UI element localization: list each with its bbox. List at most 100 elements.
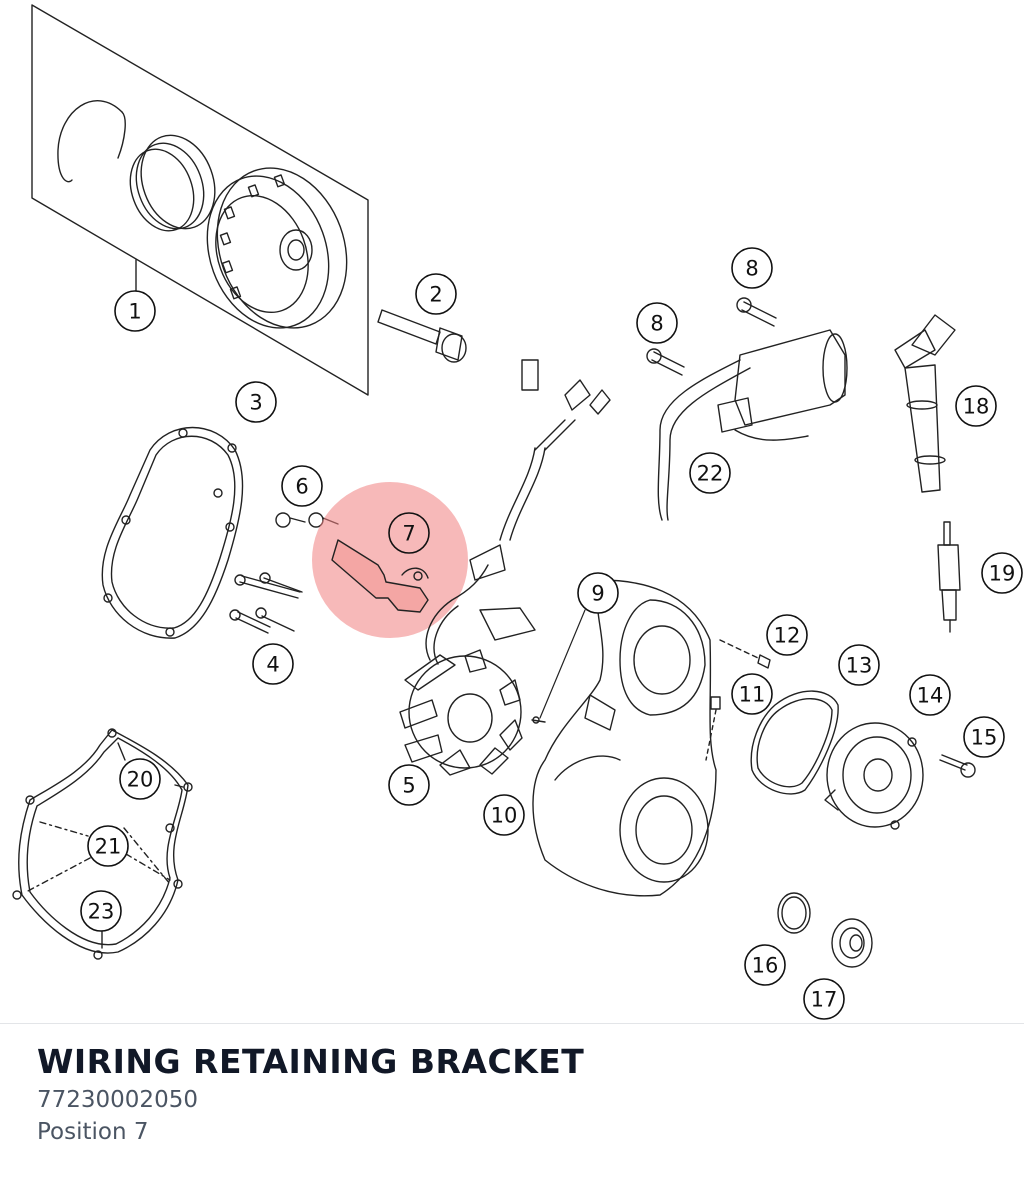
callout-label: 16 <box>752 954 779 978</box>
callout-label: 9 <box>591 582 604 606</box>
part-15-bolt[interactable] <box>939 754 976 778</box>
callout-circle <box>955 385 997 427</box>
part-12-dowel[interactable] <box>719 639 771 669</box>
callout-circle <box>388 512 430 554</box>
callout-23[interactable]: 23 <box>80 890 122 932</box>
callout-circle <box>689 452 731 494</box>
part-8-bolt-upper[interactable] <box>736 297 777 327</box>
callout-21[interactable]: 21 <box>87 825 129 867</box>
callout-label: 4 <box>266 653 279 677</box>
callout-16[interactable]: 16 <box>744 944 786 986</box>
callout-18[interactable]: 18 <box>955 385 997 427</box>
part-2-bolt[interactable] <box>377 309 467 363</box>
part-9-screw[interactable] <box>531 609 586 724</box>
part-8-bolt-lower[interactable] <box>646 348 685 376</box>
callout-circle <box>838 644 880 686</box>
callout-2[interactable]: 2 <box>415 273 457 315</box>
callout-label: 23 <box>88 900 115 924</box>
callout-circle <box>415 273 457 315</box>
callout-label: 11 <box>739 683 766 707</box>
callout-11[interactable]: 11 <box>731 673 773 715</box>
callout-circle <box>731 673 773 715</box>
callout-7[interactable]: 7 <box>388 512 430 554</box>
callout-circle <box>235 381 277 423</box>
callout-label: 19 <box>989 562 1016 586</box>
part-16-o-ring[interactable] <box>777 892 811 934</box>
part-7-highlight <box>312 482 468 638</box>
part-5-stator[interactable] <box>399 359 611 776</box>
callout-circle <box>87 825 129 867</box>
callout-label: 20 <box>127 768 154 792</box>
callout-circle <box>981 552 1023 594</box>
callout-label: 8 <box>745 257 758 281</box>
callout-label: 15 <box>971 726 998 750</box>
callout-label: 17 <box>811 988 838 1012</box>
callout-label: 2 <box>429 283 442 307</box>
callout-label: 12 <box>774 624 801 648</box>
callout-13[interactable]: 13 <box>838 644 880 686</box>
part-22-ignition-coil[interactable] <box>657 329 848 521</box>
callout-label: 5 <box>402 774 415 798</box>
part-17-plug[interactable] <box>831 918 873 968</box>
callout-label: 3 <box>249 391 262 415</box>
part-13-gasket[interactable] <box>750 690 839 795</box>
callout-12[interactable]: 12 <box>766 614 808 656</box>
callout-circle <box>80 890 122 932</box>
callout-label: 22 <box>697 462 724 486</box>
callout-6[interactable]: 6 <box>281 465 323 507</box>
callout-5[interactable]: 5 <box>388 764 430 806</box>
part-10-ignition-cover[interactable] <box>532 579 717 897</box>
part-18-spark-plug-cap[interactable] <box>894 314 956 493</box>
part-position: Position 7 <box>37 1119 149 1145</box>
callout-22[interactable]: 22 <box>689 452 731 494</box>
callout-circle <box>577 572 619 614</box>
part-20-21-23-outer-gasket[interactable] <box>12 728 193 960</box>
callout-circle <box>114 290 156 332</box>
callout-15[interactable]: 15 <box>963 716 1005 758</box>
callout-14[interactable]: 14 <box>909 674 951 716</box>
callout-circle <box>909 674 951 716</box>
callout-8[interactable]: 8 <box>636 302 678 344</box>
callout-circle <box>636 302 678 344</box>
callout-label: 10 <box>491 804 518 828</box>
part-11-dowel[interactable] <box>705 696 721 761</box>
callout-17[interactable]: 17 <box>803 978 845 1020</box>
callout-label: 21 <box>95 835 122 859</box>
callout-circle <box>963 716 1005 758</box>
part-1-flywheel[interactable] <box>31 4 369 396</box>
callout-1[interactable]: 1 <box>114 290 156 332</box>
part-14-cover[interactable] <box>824 722 924 830</box>
callout-8[interactable]: 8 <box>731 247 773 289</box>
callout-label: 7 <box>402 522 415 546</box>
callout-label: 13 <box>846 654 873 678</box>
part-4-screws[interactable] <box>229 572 303 634</box>
part-7-wiring-retaining-bracket[interactable] <box>331 539 429 613</box>
caption-divider <box>0 1023 1024 1024</box>
callout-circle <box>744 944 786 986</box>
callout-10[interactable]: 10 <box>483 794 525 836</box>
callout-circle <box>281 465 323 507</box>
callout-circle <box>483 794 525 836</box>
callout-label: 8 <box>650 312 663 336</box>
callout-label: 18 <box>963 395 990 419</box>
callout-label: 1 <box>128 300 141 324</box>
callout-circle <box>388 764 430 806</box>
part-19-spark-plug[interactable] <box>937 521 961 633</box>
callout-circle <box>119 758 161 800</box>
callout-label: 14 <box>917 684 944 708</box>
part-3-gasket[interactable] <box>101 426 244 639</box>
part-info: WIRING RETAINING BRACKET 77230002050 Pos… <box>37 1040 584 1148</box>
part-title: WIRING RETAINING BRACKET <box>37 1042 585 1081</box>
callout-circle <box>803 978 845 1020</box>
callout-3[interactable]: 3 <box>235 381 277 423</box>
callout-circle <box>731 247 773 289</box>
callout-4[interactable]: 4 <box>252 643 294 685</box>
callout-9[interactable]: 9 <box>577 572 619 614</box>
callout-label: 6 <box>295 475 308 499</box>
callout-circle <box>766 614 808 656</box>
callout-20[interactable]: 20 <box>119 758 161 800</box>
part-number: 77230002050 <box>37 1087 198 1113</box>
callout-19[interactable]: 19 <box>981 552 1023 594</box>
callout-circle <box>252 643 294 685</box>
